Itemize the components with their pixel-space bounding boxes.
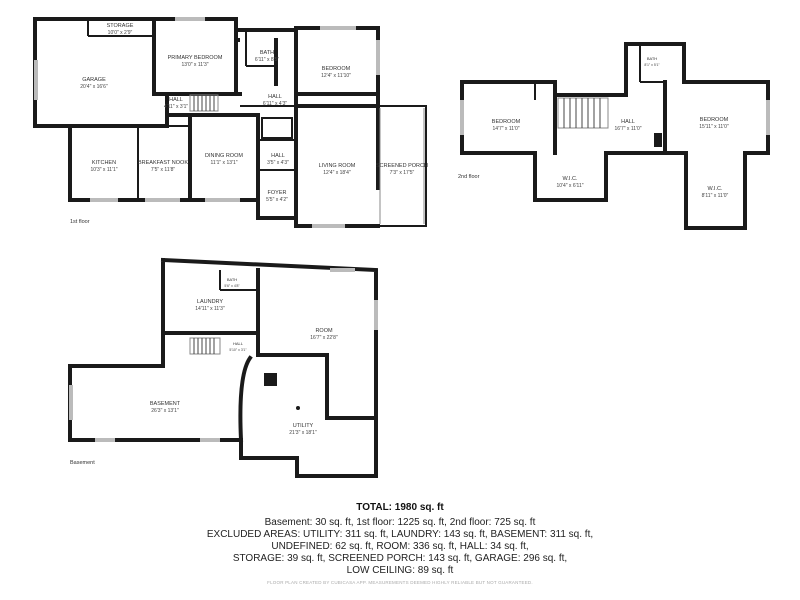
disclaimer: FLOOR PLAN CREATED BY CUBICASA APP. MEAS… — [267, 580, 533, 585]
hall-small-dim: 4'11" x 3'1" — [164, 104, 188, 110]
garage-label: GARAGE — [82, 77, 106, 83]
second-floor-outer-walls — [460, 42, 770, 230]
hall-top-dim: 6'11" x 4'3" — [263, 101, 287, 107]
bath-label: BATH — [260, 50, 274, 56]
hall-mid-dim: 3'5" x 4'3" — [267, 160, 289, 166]
laundry-dim: 14'11" x 11'3" — [195, 306, 225, 312]
bedroom-dim: 12'4" x 11'10" — [321, 73, 351, 79]
wic-left-label: W.I.C. — [563, 176, 578, 182]
furnace — [264, 373, 277, 386]
breakfast-nook-dim: 7'5" x 11'8" — [151, 167, 175, 173]
garage-dim: 20'4" x 16'6" — [80, 84, 108, 90]
second-floor-label: 2nd floor — [458, 174, 480, 180]
basement-label: BASEMENT — [150, 401, 181, 407]
hall-label: HALL — [233, 341, 244, 346]
floor-plan-drawing: STORAGE 10'0" x 2'9" GARAGE 20'4" x 16'6… — [33, 17, 770, 478]
basement-outer-walls — [68, 257, 378, 478]
basement-dim: 26'3" x 13'1" — [151, 408, 179, 414]
hall-small-label: HALL — [169, 97, 183, 103]
hall-dim: 5'10" x 3'1" — [229, 348, 247, 352]
floor-drain — [296, 406, 300, 410]
bath-label: BATH — [647, 56, 657, 61]
room-inner-walls — [256, 353, 378, 420]
bath-label: BATH — [227, 277, 237, 282]
bedroom-left-dim: 14'7" x 11'0" — [492, 126, 519, 132]
summary-line: STORAGE: 39 sq. ft, SCREENED PORCH: 143 … — [232, 553, 568, 564]
closet-outline — [261, 117, 293, 139]
bath-dim: 5'6" x 4'8" — [224, 284, 240, 288]
basement-plan: BATH 5'6" x 4'8" LAUNDRY 14'11" x 11'3" … — [68, 257, 378, 478]
summary-line: Basement: 30 sq. ft, 1st floor: 1225 sq.… — [264, 517, 536, 528]
dining-room-dim: 11'1" x 13'1" — [210, 160, 237, 166]
stairs — [557, 97, 609, 129]
breakfast-nook-label: BREAKFAST NOOK — [138, 160, 188, 166]
screened-porch-outline — [378, 105, 427, 227]
room-dim: 16'7" x 22'8" — [310, 335, 338, 341]
wic-left-dim: 10'4" x 6'11" — [556, 183, 583, 189]
chimney — [654, 133, 662, 147]
laundry-label: LAUNDRY — [197, 299, 224, 305]
foyer-label: FOYER — [268, 190, 287, 196]
storage-dim: 10'0" x 2'9" — [108, 30, 133, 36]
hall-top-label: HALL — [268, 94, 282, 100]
summary-line: LOW CEILING: 89 sq. ft — [346, 565, 454, 576]
foyer-dim: 5'5" x 4'2" — [266, 197, 288, 203]
hall-dim: 16'7" x 11'0" — [614, 126, 641, 132]
area-summary: TOTAL: 1980 sq. ft Basement: 30 sq. ft, … — [0, 502, 800, 585]
utility-label: UTILITY — [293, 423, 314, 429]
summary-line: UNDEFINED: 62 sq. ft, ROOM: 336 sq. ft, … — [271, 541, 529, 552]
living-room-label: LIVING ROOM — [319, 163, 356, 169]
second-floor-plan: BEDROOM 14'7" x 11'0" HALL 16'7" x 11'0"… — [458, 42, 770, 230]
utility-dim: 21'3" x 18'1" — [289, 430, 317, 436]
wic-right-label: W.I.C. — [708, 186, 723, 192]
kitchen-label: KITCHEN — [92, 160, 116, 166]
stairs — [189, 337, 221, 355]
bedroom-right-label: BEDROOM — [700, 117, 729, 123]
bedroom-left-label: BEDROOM — [492, 119, 521, 125]
hall-mid-label: HALL — [271, 153, 285, 159]
first-floor-plan: STORAGE 10'0" x 2'9" GARAGE 20'4" x 16'6… — [33, 17, 428, 228]
primary-bedroom-dim: 13'0" x 11'3" — [181, 62, 208, 68]
total-area: TOTAL: 1980 sq. ft — [356, 502, 444, 513]
bedroom-label: BEDROOM — [322, 66, 351, 72]
kitchen-outer-walls — [33, 124, 192, 202]
summary-line: EXCLUDED AREAS: UTILITY: 311 sq. ft, LAU… — [206, 529, 594, 540]
wic-right-dim: 8'11" x 11'0" — [702, 193, 729, 199]
utility-curved-wall — [238, 355, 253, 443]
screened-porch-dim: 7'3" x 17'5" — [390, 170, 415, 176]
stairs — [189, 94, 219, 112]
bath-dim: 6'11" x 8'5" — [255, 57, 279, 63]
storage-label: STORAGE — [107, 23, 134, 29]
first-floor-label: 1st floor — [70, 219, 90, 225]
basement-floor-label: Basement — [70, 460, 95, 466]
living-room-dim: 12'4" x 18'4" — [323, 170, 351, 176]
hall-label: HALL — [621, 119, 635, 125]
dining-room-label: DINING ROOM — [205, 153, 243, 159]
primary-bedroom-label: PRIMARY BEDROOM — [168, 55, 223, 61]
bath-dim: 8'1" x 5'1" — [644, 63, 660, 67]
bedroom-right-dim: 15'11" x 11'0" — [699, 124, 729, 130]
kitchen-dim: 10'3" x 11'1" — [90, 167, 117, 173]
screened-porch-label: SCREENED PORCH — [376, 163, 428, 169]
room-label: ROOM — [315, 328, 333, 334]
